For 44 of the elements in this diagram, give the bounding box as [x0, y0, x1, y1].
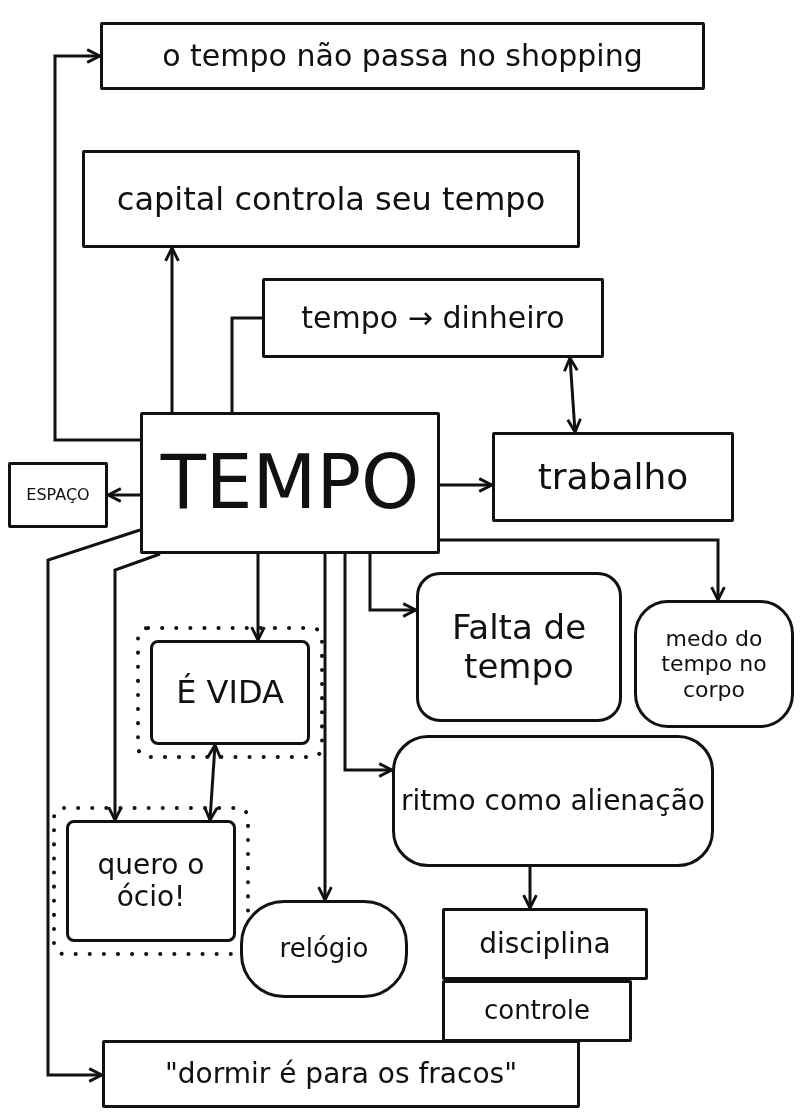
node-label: relógio [279, 934, 369, 964]
arrow [440, 477, 494, 493]
node-label: medo do tempo no corpo [660, 626, 768, 702]
node-label: É VIDA [176, 674, 284, 711]
node-label: disciplina [479, 927, 611, 961]
arrow [368, 554, 418, 618]
text-box [82, 150, 580, 248]
arrow [563, 356, 582, 434]
arrow [53, 48, 140, 442]
text-box [262, 278, 604, 358]
text-box [416, 572, 622, 722]
node-label: TEMPO [160, 440, 420, 526]
arrow [522, 867, 538, 910]
node-label: ritmo como alienação [401, 784, 705, 818]
arrow [317, 554, 333, 902]
arrow [203, 743, 222, 822]
node-label: Falta de tempo [450, 607, 588, 687]
text-box [392, 735, 714, 867]
text-box [100, 22, 705, 90]
text-box [442, 908, 648, 980]
arrow [440, 538, 726, 602]
node-label: "dormir é para os fracos" [164, 1057, 517, 1091]
node-label: trabalho [537, 456, 689, 498]
text-box [66, 820, 236, 942]
text-box [634, 600, 794, 728]
node-label: tempo → dinheiro [301, 300, 565, 336]
node-label: o tempo não passa no shopping [162, 38, 643, 74]
node-label: controle [483, 996, 591, 1026]
text-box [150, 640, 310, 745]
text-box [140, 412, 440, 554]
arrow [343, 554, 394, 778]
connector-line [230, 316, 262, 412]
arrow [46, 528, 141, 1083]
text-box [442, 980, 632, 1042]
node-label: ESPAÇO [26, 485, 90, 505]
node-label: quero o ócio! [96, 848, 206, 914]
node-label: capital controla seu tempo [116, 180, 546, 218]
text-box [492, 432, 734, 522]
arrow [107, 552, 161, 822]
text-box [8, 462, 108, 528]
arrow [106, 487, 140, 503]
arrow [164, 246, 180, 412]
arrow [250, 554, 266, 642]
text-box [102, 1040, 580, 1108]
